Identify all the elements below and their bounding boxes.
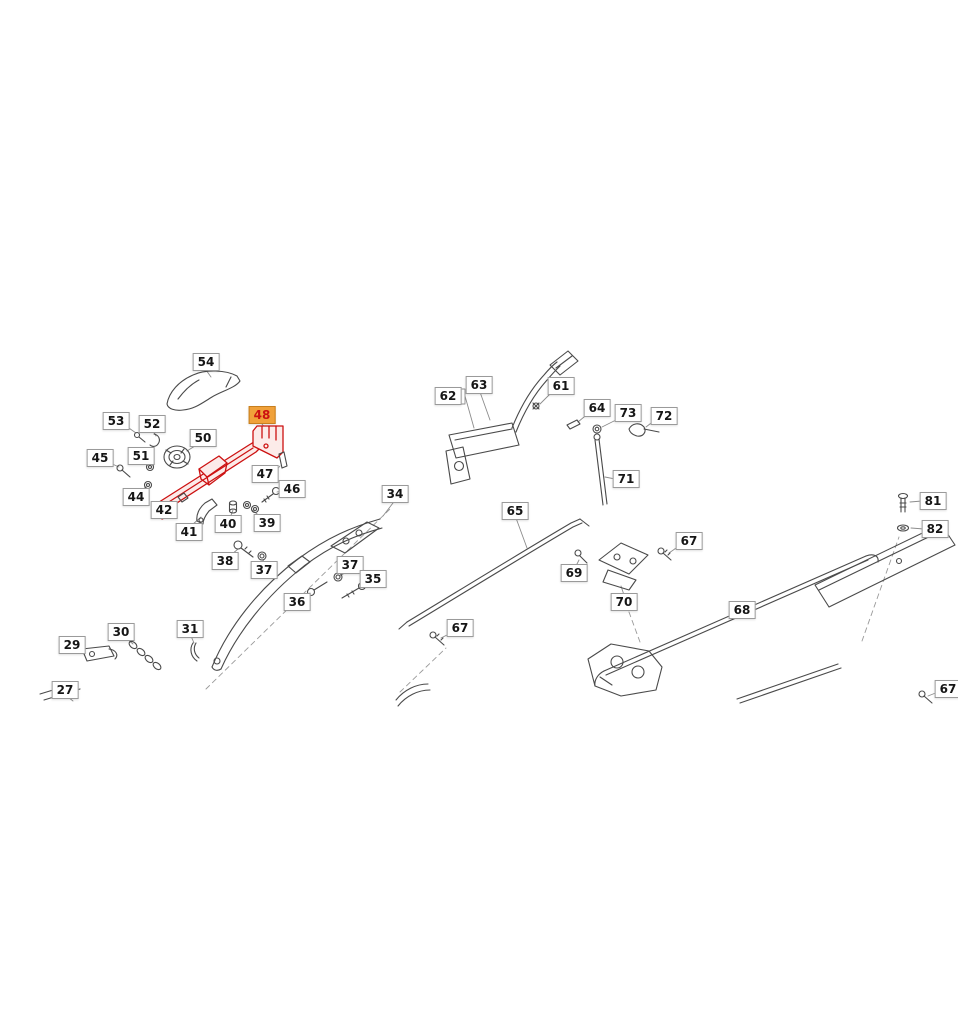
part-label-46[interactable]: 46 [278,480,306,498]
part-label-37b[interactable]: 37 [336,556,364,574]
part-label-34[interactable]: 34 [381,485,409,503]
part-label-36[interactable]: 36 [283,593,311,611]
part-label-37a[interactable]: 37 [250,561,278,579]
part-label-45[interactable]: 45 [86,449,114,467]
part-67a-screw-drawing [657,547,672,561]
part-label-39[interactable]: 39 [253,514,281,532]
part-67b-screw-drawing [429,631,445,646]
part-label-67c[interactable]: 67 [934,680,958,698]
part-70-bracket-drawing [598,542,649,591]
part-42-bushing-drawing [177,492,189,503]
part-label-50[interactable]: 50 [189,429,217,447]
part-label-40[interactable]: 40 [214,515,242,533]
part-40-spacer-drawing [228,500,238,514]
part-label-48[interactable]: 48 [248,406,276,424]
part-50-pulley-drawing [163,445,191,469]
part-label-38[interactable]: 38 [211,552,239,570]
part-label-61[interactable]: 61 [547,377,575,395]
part-label-69[interactable]: 69 [560,564,588,582]
bottom-right-bar-partial-drawing [736,663,842,704]
part-65-rod-drawing [398,518,590,630]
part-label-63[interactable]: 63 [465,376,493,394]
part-30-chain-drawing [128,640,162,671]
part-38-bolt-drawing [233,540,254,558]
part-label-44[interactable]: 44 [122,488,150,506]
part-41-lever-drawing [196,498,218,525]
part-label-67a[interactable]: 67 [675,532,703,550]
part-label-54[interactable]: 54 [192,353,220,371]
part-81-screw-drawing [897,492,909,513]
part-label-30[interactable]: 30 [107,623,135,641]
part-label-53[interactable]: 53 [102,412,130,430]
part-73-washer-drawing [592,424,602,434]
part-label-52[interactable]: 52 [138,415,166,433]
part-34-handle-drawing [211,518,383,671]
part-label-51[interactable]: 51 [127,447,155,465]
part-label-47[interactable]: 47 [251,465,279,483]
part-82-washer-drawing [896,524,910,532]
part-72-hook-drawing [628,423,660,437]
part-54-cover-drawing [166,370,241,411]
part-61-screw-drawing [532,402,540,410]
part-label-35[interactable]: 35 [359,570,387,588]
part-label-70[interactable]: 70 [610,593,638,611]
part-label-71[interactable]: 71 [612,470,640,488]
part-label-29[interactable]: 29 [58,636,86,654]
part-label-31[interactable]: 31 [176,620,204,638]
part-64-pin-drawing [566,419,581,430]
bottom-bracket-partial-drawing [587,643,663,697]
part-37a-washer-drawing [257,551,267,561]
right-panel-drawing [814,523,956,608]
part-label-64[interactable]: 64 [583,399,611,417]
part-67c-screw-drawing [918,690,933,704]
part-label-82[interactable]: 82 [921,520,949,538]
part-label-65[interactable]: 65 [501,502,529,520]
part-29-bracket-drawing [81,645,118,662]
bottom-center-partial-drawing [395,683,431,707]
part-39-washers-drawing [242,500,260,514]
part-36-screw-drawing [306,581,328,597]
part-52-clip-drawing [149,433,160,447]
part-71-rod-drawing [593,433,608,506]
part-label-62[interactable]: 62 [434,387,462,405]
part-label-73[interactable]: 73 [614,404,642,422]
part-label-27[interactable]: 27 [51,681,79,699]
part-label-41[interactable]: 41 [175,523,203,541]
part-label-67b[interactable]: 67 [446,619,474,637]
part-45-bolt-drawing [116,464,131,478]
part-47-pin-drawing [278,451,288,469]
part-label-42[interactable]: 42 [150,501,178,519]
part-label-68[interactable]: 68 [728,601,756,619]
part-69-bolt-drawing [574,549,588,564]
part-31-cotter-pin-drawing [190,642,200,662]
part-53-screw-drawing [133,431,146,443]
part-label-81[interactable]: 81 [919,492,947,510]
part-label-72[interactable]: 72 [650,407,678,425]
